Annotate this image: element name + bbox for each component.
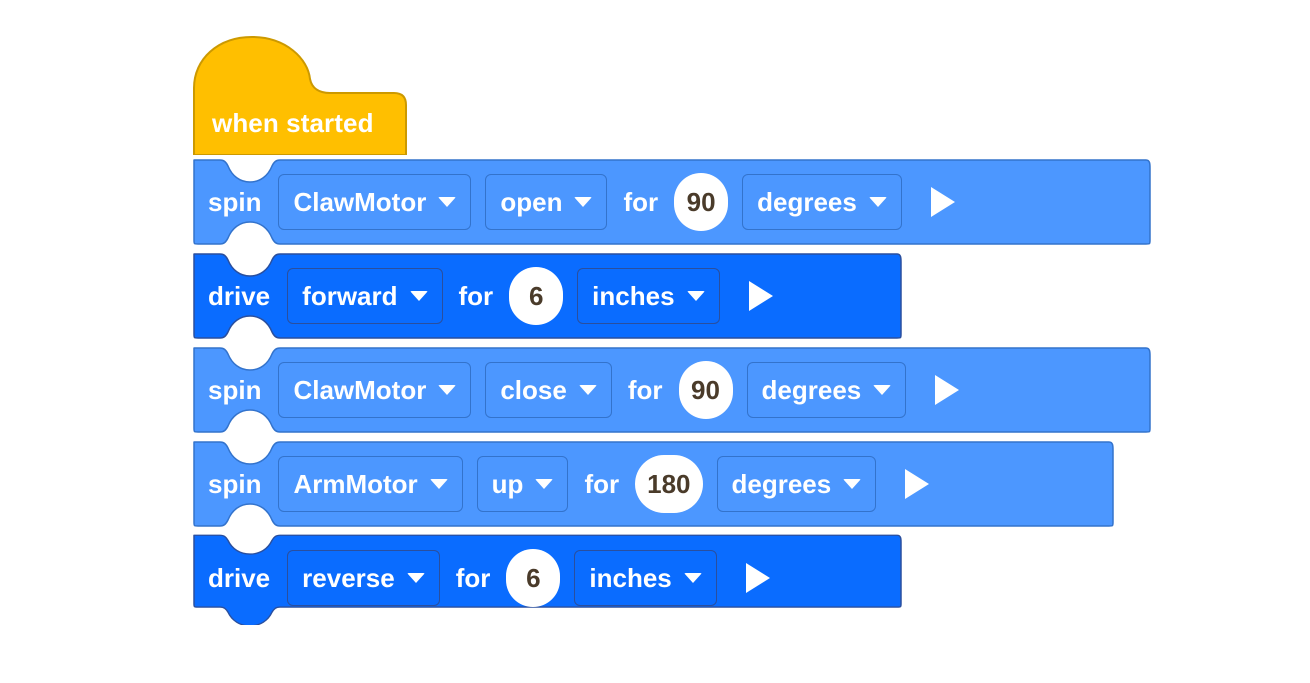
block-spin-armmotor-up[interactable]: spin ArmMotor up for 180 degrees bbox=[190, 437, 1114, 531]
chevron-down-icon bbox=[873, 385, 892, 395]
play-arrow-icon[interactable] bbox=[935, 375, 960, 405]
direction-dropdown-value: up bbox=[491, 469, 524, 499]
block-drive-forward[interactable]: drive forward for 6 inches bbox=[190, 249, 902, 343]
chevron-down-icon bbox=[868, 197, 887, 207]
motor-dropdown[interactable]: ArmMotor bbox=[278, 456, 463, 512]
chevron-down-icon bbox=[686, 291, 705, 301]
spin-command-label: spin bbox=[208, 375, 262, 405]
block-drive-reverse[interactable]: drive reverse for 6 inches bbox=[190, 531, 902, 625]
motor-dropdown-value: ArmMotor bbox=[293, 469, 418, 499]
drive-command-label: drive bbox=[208, 281, 271, 311]
chevron-down-icon bbox=[578, 385, 597, 395]
script-stack[interactable]: when started spin ClawMotor open for 90 bbox=[190, 33, 1151, 625]
units-dropdown[interactable]: inches bbox=[577, 268, 720, 324]
motor-dropdown[interactable]: ClawMotor bbox=[278, 174, 472, 230]
direction-dropdown-value: open bbox=[500, 187, 563, 217]
chevron-down-icon bbox=[409, 291, 428, 301]
motor-dropdown[interactable]: ClawMotor bbox=[278, 362, 472, 418]
spin-command-label: spin bbox=[208, 187, 262, 217]
block-spin-clawmotor-open[interactable]: spin ClawMotor open for 90 degrees bbox=[190, 155, 1151, 249]
block-when-started[interactable]: when started bbox=[190, 33, 410, 155]
direction-dropdown[interactable]: forward bbox=[287, 268, 443, 324]
for-label: for bbox=[623, 187, 659, 217]
units-dropdown[interactable]: degrees bbox=[742, 174, 902, 230]
for-label: for bbox=[584, 469, 620, 499]
motor-dropdown-value: ClawMotor bbox=[293, 187, 427, 217]
amount-value: 90 bbox=[686, 187, 716, 217]
drive-command-label: drive bbox=[208, 563, 271, 593]
block-spin-clawmotor-close[interactable]: spin ClawMotor close for 90 degrees bbox=[190, 343, 1151, 437]
direction-dropdown[interactable]: open bbox=[485, 174, 608, 230]
amount-input[interactable]: 6 bbox=[509, 267, 564, 325]
units-dropdown[interactable]: degrees bbox=[716, 456, 877, 512]
for-label: for bbox=[455, 563, 491, 593]
block-content: spin ClawMotor close for 90 degrees bbox=[190, 343, 1154, 437]
chevron-down-icon bbox=[683, 573, 702, 583]
block-content: spin ClawMotor open for 90 degrees bbox=[190, 155, 1154, 249]
amount-value: 6 bbox=[526, 563, 541, 593]
when-started-label: when started bbox=[212, 108, 374, 138]
units-dropdown[interactable]: degrees bbox=[746, 362, 907, 418]
chevron-down-icon bbox=[535, 479, 554, 489]
units-dropdown-value: degrees bbox=[757, 187, 857, 217]
chevron-down-icon bbox=[843, 479, 862, 489]
amount-value: 6 bbox=[528, 281, 544, 311]
play-arrow-icon[interactable] bbox=[748, 281, 773, 311]
amount-input[interactable]: 90 bbox=[678, 361, 733, 419]
units-dropdown-value: inches bbox=[592, 281, 675, 311]
block-content: drive reverse for 6 inches bbox=[190, 531, 905, 625]
direction-dropdown[interactable]: close bbox=[485, 362, 612, 418]
direction-dropdown[interactable]: up bbox=[476, 456, 569, 512]
amount-input[interactable]: 180 bbox=[635, 455, 703, 513]
units-dropdown-value: degrees bbox=[761, 375, 862, 405]
amount-value: 90 bbox=[691, 375, 720, 405]
amount-input[interactable]: 6 bbox=[506, 549, 561, 607]
play-arrow-icon[interactable] bbox=[905, 469, 930, 499]
direction-dropdown[interactable]: reverse bbox=[287, 550, 440, 606]
block-content: drive forward for 6 inches bbox=[190, 249, 905, 343]
motor-dropdown-value: ClawMotor bbox=[293, 375, 427, 405]
direction-dropdown-value: close bbox=[500, 375, 567, 405]
units-dropdown-value: degrees bbox=[731, 469, 832, 499]
chevron-down-icon bbox=[438, 385, 457, 395]
spin-command-label: spin bbox=[208, 469, 262, 499]
for-label: for bbox=[627, 375, 663, 405]
chevron-down-icon bbox=[406, 573, 425, 583]
chevron-down-icon bbox=[574, 197, 593, 207]
for-label: for bbox=[458, 281, 494, 311]
units-dropdown-value: inches bbox=[589, 563, 672, 593]
amount-input[interactable]: 90 bbox=[674, 173, 729, 231]
when-started-hat-shape bbox=[193, 36, 407, 155]
chevron-down-icon bbox=[429, 479, 448, 489]
units-dropdown[interactable]: inches bbox=[574, 550, 717, 606]
chevron-down-icon bbox=[438, 197, 457, 207]
block-content: spin ArmMotor up for 180 degrees bbox=[190, 437, 1117, 531]
direction-dropdown-value: forward bbox=[302, 281, 398, 311]
play-arrow-icon[interactable] bbox=[745, 563, 770, 593]
amount-value: 180 bbox=[647, 469, 691, 499]
play-arrow-icon[interactable] bbox=[930, 187, 955, 217]
direction-dropdown-value: reverse bbox=[302, 563, 395, 593]
